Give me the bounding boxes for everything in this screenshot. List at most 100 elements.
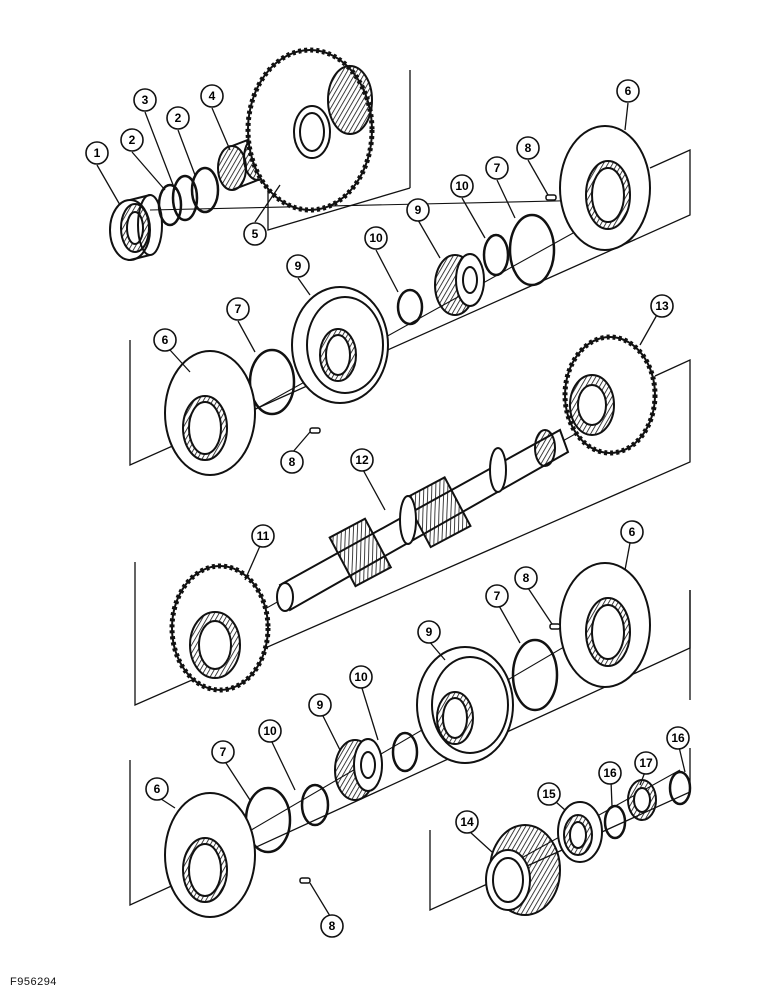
bearing-1 [109, 194, 163, 261]
callout-6-top: 6 [616, 79, 640, 103]
svg-text:6: 6 [625, 84, 632, 98]
svg-text:10: 10 [263, 724, 277, 738]
svg-text:16: 16 [671, 731, 685, 745]
callout-9-top: 9 [406, 198, 430, 222]
svg-text:7: 7 [220, 745, 227, 759]
callout-5: 5 [243, 222, 267, 246]
snap-rings-2-3 [157, 166, 220, 227]
callout-6-upper: 6 [153, 328, 177, 352]
callout-9-upper: 9 [286, 254, 310, 278]
svg-text:4: 4 [209, 89, 216, 103]
bushing-17 [627, 779, 657, 821]
svg-text:8: 8 [329, 919, 336, 933]
panel-frames [129, 70, 691, 912]
svg-text:6: 6 [162, 333, 169, 347]
svg-text:17: 17 [639, 756, 653, 770]
callout-16-right: 16 [666, 726, 690, 750]
svg-text:9: 9 [317, 698, 324, 712]
svg-text:15: 15 [542, 787, 556, 801]
ring-7-upper-left [248, 348, 296, 416]
pin-8-upper-left [309, 427, 321, 434]
main-shaft-12 [276, 428, 570, 612]
svg-text:14: 14 [460, 815, 474, 829]
callout-1: 1 [85, 141, 109, 165]
svg-text:7: 7 [235, 302, 242, 316]
svg-text:12: 12 [355, 453, 369, 467]
leader-lines [96, 102, 686, 917]
svg-text:7: 7 [494, 161, 501, 175]
bearing-15 [557, 801, 603, 863]
callout-2b: 2 [166, 106, 190, 130]
svg-text:2: 2 [175, 111, 182, 125]
panel-frame-bottom-right [429, 748, 691, 912]
ring-10-upper-left [396, 288, 424, 326]
snap-ring-16-right [668, 770, 692, 806]
callout-10-top: 10 [450, 174, 474, 198]
svg-text:8: 8 [523, 571, 530, 585]
callout-6-lower: 6 [145, 777, 169, 801]
callout-13: 13 [650, 294, 674, 318]
gear-9-lower-left [334, 738, 383, 801]
svg-text:10: 10 [354, 670, 368, 684]
panel-frame-mid [134, 358, 691, 706]
figure-id-label: F956294 [10, 976, 57, 988]
svg-text:10: 10 [455, 179, 469, 193]
svg-text:5: 5 [252, 227, 259, 241]
callout-12: 12 [350, 448, 374, 472]
thrust-washer-6-lower-right [559, 562, 651, 688]
svg-text:8: 8 [289, 455, 296, 469]
synchronizer-9-lower [416, 646, 514, 764]
callouts: 1 2 3 2 4 5 6 8 7 10 9 10 9 7 6 8 13 12 … [85, 79, 690, 938]
callout-14: 14 [455, 810, 479, 834]
gear-14 [485, 824, 561, 916]
callout-2a: 2 [120, 128, 144, 152]
callout-8-lower: 8 [320, 914, 344, 938]
callout-10-lower: 10 [258, 719, 282, 743]
gear-11 [169, 563, 271, 693]
panel-frame-lower [129, 590, 691, 907]
svg-text:3: 3 [142, 93, 149, 107]
pin-8-upper [545, 194, 557, 201]
callout-7-lower: 7 [211, 740, 235, 764]
callout-3: 3 [133, 88, 157, 112]
svg-text:7: 7 [494, 589, 501, 603]
gear-9-upper-right [434, 253, 485, 316]
callout-8-top: 8 [516, 136, 540, 160]
ring-7-lower-right [511, 638, 559, 712]
ring-10-lower-right [391, 731, 419, 773]
callout-9-mid: 9 [417, 620, 441, 644]
svg-text:11: 11 [257, 529, 270, 543]
callout-10-mid: 10 [349, 665, 373, 689]
callout-11: 11 [251, 524, 275, 548]
callout-7-mid: 7 [485, 584, 509, 608]
panel-frame-upper [129, 148, 691, 467]
svg-text:1: 1 [94, 146, 101, 160]
callout-16-left: 16 [598, 761, 622, 785]
callout-10-upper: 10 [364, 226, 388, 250]
svg-text:13: 13 [655, 299, 669, 313]
ring-10-upper-right [482, 233, 510, 277]
thrust-washer-6-lower-left [164, 792, 256, 918]
svg-text:16: 16 [603, 766, 617, 780]
callout-9-lower: 9 [308, 693, 332, 717]
ring-10-lower-left [300, 783, 330, 827]
gear-13 [562, 334, 658, 456]
svg-text:8: 8 [525, 141, 532, 155]
svg-text:6: 6 [629, 525, 636, 539]
callout-8-upper: 8 [280, 450, 304, 474]
synchronizer-9-upper [291, 286, 389, 404]
pin-8-lower-right [549, 623, 561, 630]
callout-8-mid: 8 [514, 566, 538, 590]
svg-text:6: 6 [154, 782, 161, 796]
pin-8-lower-left [299, 877, 311, 884]
svg-text:9: 9 [295, 259, 302, 273]
callout-15: 15 [537, 782, 561, 806]
svg-text:2: 2 [129, 133, 136, 147]
thrust-washer-6-upper-right [559, 125, 651, 251]
callout-7-upper: 7 [226, 297, 250, 321]
callout-7-top: 7 [485, 156, 509, 180]
svg-text:10: 10 [369, 231, 383, 245]
snap-ring-16-left [603, 804, 627, 840]
svg-text:9: 9 [415, 203, 422, 217]
